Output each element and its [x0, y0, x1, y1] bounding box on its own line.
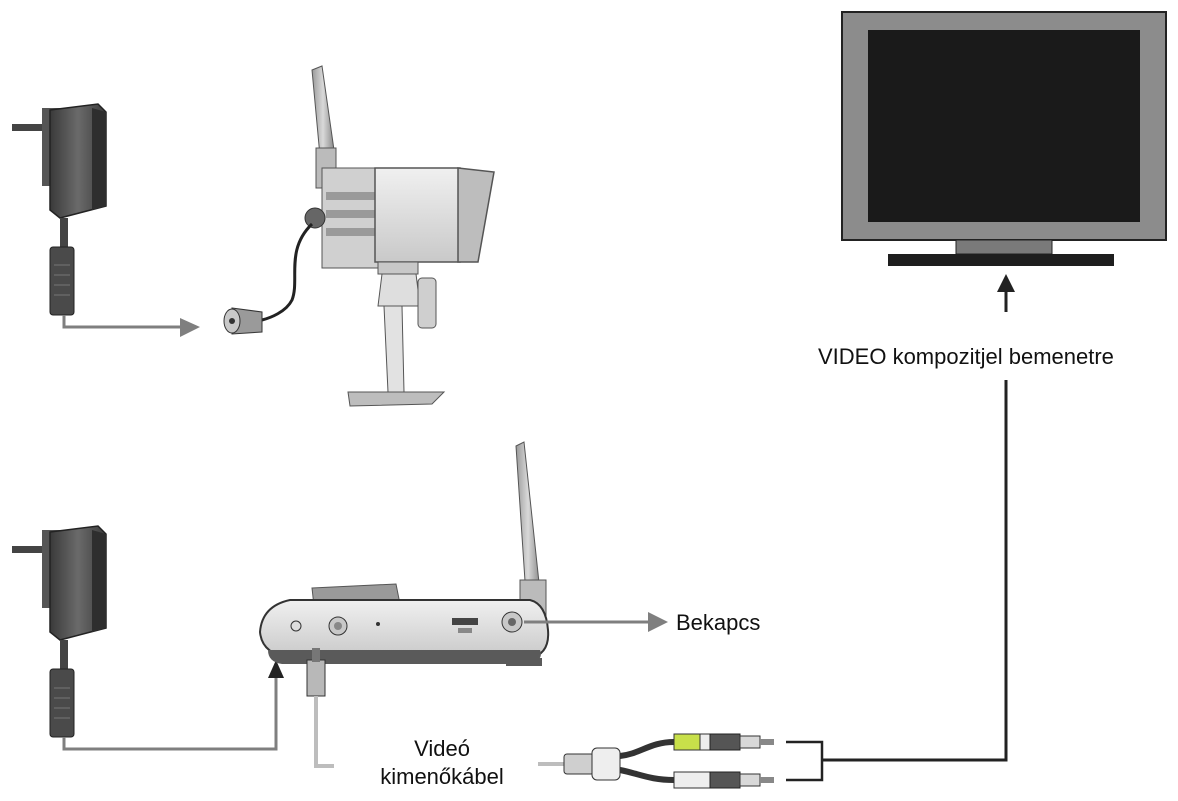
receiver-icon: [258, 441, 550, 697]
tv-input-line: [822, 380, 1008, 762]
video-cable-label-line1: Videó: [414, 736, 470, 761]
arrow-to-camera-icon: [180, 318, 200, 337]
tv-icon: [841, 11, 1167, 266]
camera-icon: [223, 65, 495, 407]
power-adapter-bottom-icon: [12, 525, 107, 738]
arrow-to-receiver-icon: [268, 660, 284, 678]
power-on-label: Bekapcs: [676, 610, 761, 635]
video-cable-label-line2: kimenőkábel: [380, 764, 504, 789]
rca-to-tv-bracket: [786, 740, 824, 782]
arrow-to-tv-icon: [997, 274, 1015, 292]
video-input-label: VIDEO kompozitjel bemenetre: [818, 344, 1114, 369]
video-cable-from-receiver: [314, 696, 334, 768]
power-cable-top: [62, 315, 182, 329]
power-cable-bottom: [62, 676, 278, 751]
rca-cable-icon: [538, 733, 774, 789]
power-button-arrow-icon: [648, 612, 668, 632]
power-adapter-top-icon: [12, 103, 107, 316]
